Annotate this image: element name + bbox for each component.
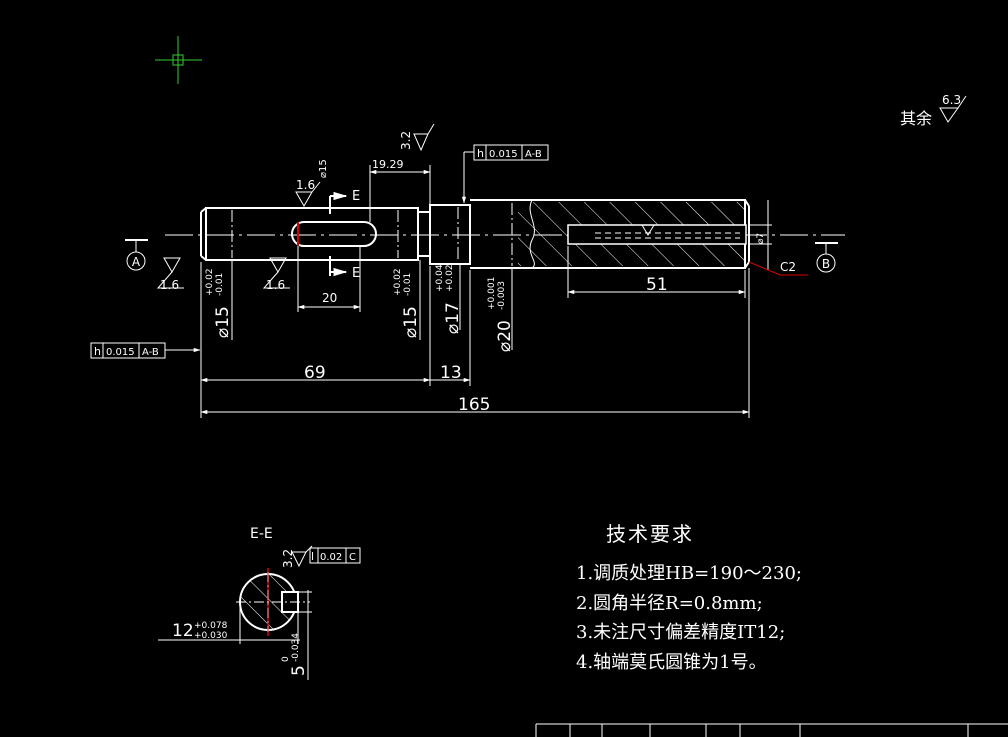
note-line-2: 2.圆角半径R=0.8mm; [576, 592, 763, 614]
section-dim12: 12 [172, 621, 194, 641]
svg-text:⌀20: ⌀20 [495, 320, 515, 352]
svg-text:+0.001: +0.001 [487, 277, 497, 310]
dim-19-29: 19.29 [372, 158, 404, 171]
keyway-slot [291, 221, 377, 247]
fcf-top: h 0.015 A-B [461, 144, 549, 204]
note-line-1: 1.调质处理HB=190～230; [576, 563, 802, 584]
svg-text:A-B: A-B [525, 149, 542, 160]
section-mark-top: E [352, 189, 360, 204]
svg-text:⌀15: ⌀15 [401, 306, 421, 338]
svg-text:+0.030: +0.030 [194, 631, 228, 641]
svg-text:l: l [311, 550, 314, 563]
roughness-note-value: 6.3 [942, 93, 961, 107]
dia2-dim: ⌀15 +0.02 -0.01 [393, 268, 421, 338]
title-block-edge [535, 723, 1008, 737]
datum-a: A [125, 239, 148, 271]
note-line-4: 4.轴端莫氏圆锥为1号。 [576, 651, 767, 673]
roughness-symbol-icon [939, 95, 967, 123]
svg-text:⌀17: ⌀17 [443, 302, 463, 334]
section-cut-markers [329, 191, 348, 277]
roughness-keyway: 1.6 [296, 178, 315, 192]
svg-text:h: h [477, 147, 484, 160]
svg-text:0: 0 [281, 656, 291, 662]
chamfer-leader [748, 261, 808, 276]
roughness-mid: 1.6 [266, 278, 285, 292]
crosshair-cursor-icon [155, 36, 202, 84]
roughness-section: 3.2 [281, 549, 295, 568]
dim-d7: ⌀7 [756, 233, 766, 244]
datum-b: B [815, 242, 838, 273]
svg-text:h: h [94, 345, 101, 358]
datum-a-label: A [132, 255, 141, 269]
dim-13: 13 [440, 363, 462, 383]
svg-text:-0.034: -0.034 [291, 633, 301, 662]
section-mark-bottom: E [352, 266, 360, 281]
svg-text:0.015: 0.015 [106, 347, 135, 358]
note-line-3: 3.未注尺寸偏差精度IT12; [576, 622, 786, 643]
svg-text:+0.02: +0.02 [205, 268, 215, 296]
dia1-dim: ⌀15 +0.02 -0.01 [205, 268, 233, 338]
svg-text:C: C [349, 552, 356, 563]
center-bore [567, 224, 747, 245]
keyway-depth-dim: ⌀15 [318, 159, 329, 178]
roughness-left: 1.6 [160, 278, 179, 292]
section-title: E-E [250, 526, 273, 542]
svg-text:+0.02: +0.02 [445, 264, 455, 292]
dim-69: 69 [304, 363, 326, 383]
svg-text:0.015: 0.015 [489, 149, 518, 160]
svg-text:0.02: 0.02 [320, 552, 342, 563]
surface-roughness-note: 其余 6.3 [900, 93, 967, 128]
svg-text:⌀15: ⌀15 [213, 306, 233, 338]
svg-text:-0.01: -0.01 [215, 273, 225, 296]
dim-165: 165 [458, 395, 490, 415]
svg-text:-0.01: -0.01 [403, 273, 413, 296]
datum-b-label: B [822, 257, 830, 271]
break-line [529, 199, 535, 269]
fcf-left: h 0.015 A-B [90, 342, 201, 359]
section-dim5: 5 [289, 665, 309, 676]
svg-text:-0.003: -0.003 [497, 281, 507, 310]
roughness-shoulder: 3.2 [399, 131, 413, 150]
roughness-note-label: 其余 [900, 109, 932, 128]
svg-text:+0.02: +0.02 [393, 268, 403, 296]
dia4-dim: ⌀20 +0.001 -0.003 [487, 277, 515, 352]
technical-requirements: 技术要求 1.调质处理HB=190～230; 2.圆角半径R=0.8mm; 3.… [576, 518, 802, 677]
svg-text:+0.078: +0.078 [194, 621, 228, 631]
dim-51: 51 [646, 275, 668, 295]
svg-text:+0.04: +0.04 [435, 264, 445, 292]
dia3-dim: ⌀17 +0.04 +0.02 [435, 264, 463, 334]
dim-chamfer: C2 [780, 260, 796, 274]
dim-20: 20 [322, 291, 337, 305]
svg-text:A-B: A-B [142, 347, 159, 358]
section-view: E-E 3.2 l 0.02 C 12 +0.078 +0.030 5 0 -0… [158, 526, 361, 680]
notes-title: 技术要求 [606, 522, 694, 546]
